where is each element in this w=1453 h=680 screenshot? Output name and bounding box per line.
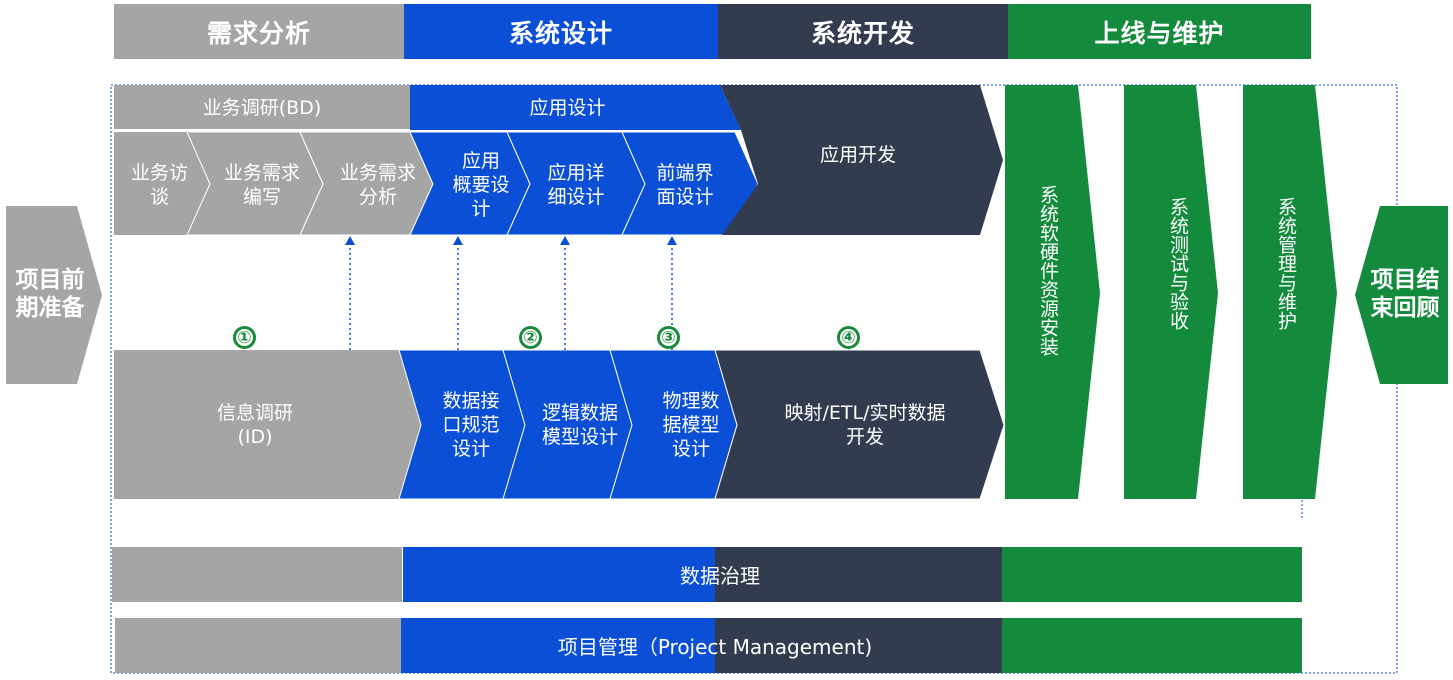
phase-requirements: 需求分析 [114, 4, 404, 59]
step-line: 分析 [358, 186, 397, 208]
pm-bar-blue [401, 618, 715, 673]
step-line: 业务需求 [339, 162, 416, 184]
app-dev-label: 应用开发 [819, 144, 896, 166]
project-review-label: 项目结 束回顾 [1363, 266, 1447, 322]
step-line: 面设计 [656, 186, 714, 208]
step-line: 编写 [242, 186, 281, 208]
deploy-maintain-label: 系统管理与维护 [1275, 196, 1297, 330]
gov-bar-navy [715, 547, 1002, 602]
step-detail-design: 应用详细设计 [530, 140, 622, 230]
step-line: 口规范 [442, 414, 500, 436]
marker-label: ③ [661, 327, 676, 348]
pm-bar-navy [715, 618, 1002, 673]
phase-label: 系统设计 [508, 18, 613, 48]
step-line: 应用详 [547, 162, 605, 184]
phase-label: 需求分析 [206, 18, 311, 48]
marker-1: ① [233, 326, 256, 349]
step-line: 信息调研 [216, 402, 293, 424]
step-line: 前端界 [656, 162, 714, 184]
step-line: 映射/ETL/实时数据 [784, 402, 946, 424]
pm-bar-gray [115, 618, 401, 673]
pm-bar-green [1002, 618, 1302, 673]
bd-header-label: 业务调研(BD) [202, 96, 322, 119]
side-line: 项目结 [1370, 267, 1440, 293]
step-line: 开发 [845, 426, 884, 448]
step-physical-model: 物理数据模型设计 [645, 380, 737, 470]
phase-launch-maintenance: 上线与维护 [1008, 4, 1311, 59]
marker-4: ④ [837, 326, 860, 349]
project-prep-label: 项目前 期准备 [10, 266, 90, 322]
app-dev: 应用开发 [758, 130, 958, 180]
deploy-install-label: 系统软硬件资源安装 [1037, 184, 1059, 356]
step-logical-model: 逻辑数据模型设计 [530, 380, 630, 470]
step-line: (ID) [237, 426, 273, 448]
project-review-arrow [1355, 206, 1448, 384]
side-line: 束回顾 [1370, 295, 1440, 321]
side-line: 期准备 [15, 295, 85, 321]
side-line: 项目前 [15, 267, 85, 293]
step-interview: 业务访谈 [122, 140, 197, 230]
phase-label: 系统开发 [810, 18, 915, 48]
step-etl-dev-shape [714, 349, 1005, 500]
step-etl-dev: 映射/ETL/实时数据开发 [760, 395, 970, 455]
step-req-analysis: 业务需求分析 [326, 140, 430, 230]
step-line: 设计 [451, 438, 490, 460]
step-overview-design: 应用概要设计 [432, 140, 530, 230]
step-req-writing: 业务需求编写 [210, 140, 314, 230]
app-design-header: 应用设计 [410, 85, 725, 130]
gov-bar-blue [403, 547, 715, 602]
project-prep-arrow [6, 206, 102, 384]
step-frontend-design: 前端界面设计 [640, 140, 730, 230]
gov-bar-green [1002, 547, 1302, 602]
dependency-arrows [349, 244, 673, 350]
project-management-label: 项目管理（Project Management) [557, 635, 873, 659]
deploy-install-shape [1005, 85, 1100, 499]
app-design-header-shape [410, 85, 741, 130]
phase-label: 上线与维护 [1094, 18, 1225, 48]
data-governance-label: 数据治理 [680, 564, 760, 588]
deploy-test-shape [1124, 85, 1218, 499]
step-line: 业务需求 [223, 162, 300, 184]
step-interview-shape [114, 132, 210, 235]
step-line: 设计 [671, 438, 710, 460]
deploy-maintain-shape [1243, 85, 1337, 499]
step-interface-spec: 数据接口规范设计 [425, 380, 517, 470]
phase-design: 系统设计 [404, 4, 718, 59]
step-line: 谈 [149, 186, 169, 208]
marker-label: ② [523, 327, 538, 348]
step-line: 模型设计 [541, 426, 618, 448]
step-line: 计 [471, 198, 491, 220]
step-line: 逻辑数据 [541, 402, 618, 424]
step-line: 据模型 [662, 414, 720, 436]
step-line: 业务访 [130, 162, 188, 184]
arrow-heads [345, 236, 677, 245]
step-info-research-shape [114, 350, 421, 499]
deploy-test-label: 系统测试与验收 [1167, 196, 1189, 330]
marker-3: ③ [657, 326, 680, 349]
marker-label: ④ [841, 327, 856, 348]
bd-header: 业务调研(BD) [114, 85, 410, 130]
gov-bar-gray [112, 547, 402, 602]
marker-label: ① [237, 327, 252, 348]
step-line: 数据接 [442, 390, 500, 412]
step-line: 概要设 [452, 174, 510, 196]
step-line: 细设计 [547, 186, 605, 208]
app-dev-shape [720, 85, 1003, 235]
marker-2: ② [519, 326, 542, 349]
bd-header-shape [114, 85, 410, 130]
step-line: 物理数 [662, 390, 720, 412]
step-line: 应用 [461, 150, 500, 172]
step-info-research: 信息调研(ID) [190, 395, 320, 455]
app-design-header-label: 应用设计 [529, 96, 606, 119]
phase-development: 系统开发 [718, 4, 1008, 59]
